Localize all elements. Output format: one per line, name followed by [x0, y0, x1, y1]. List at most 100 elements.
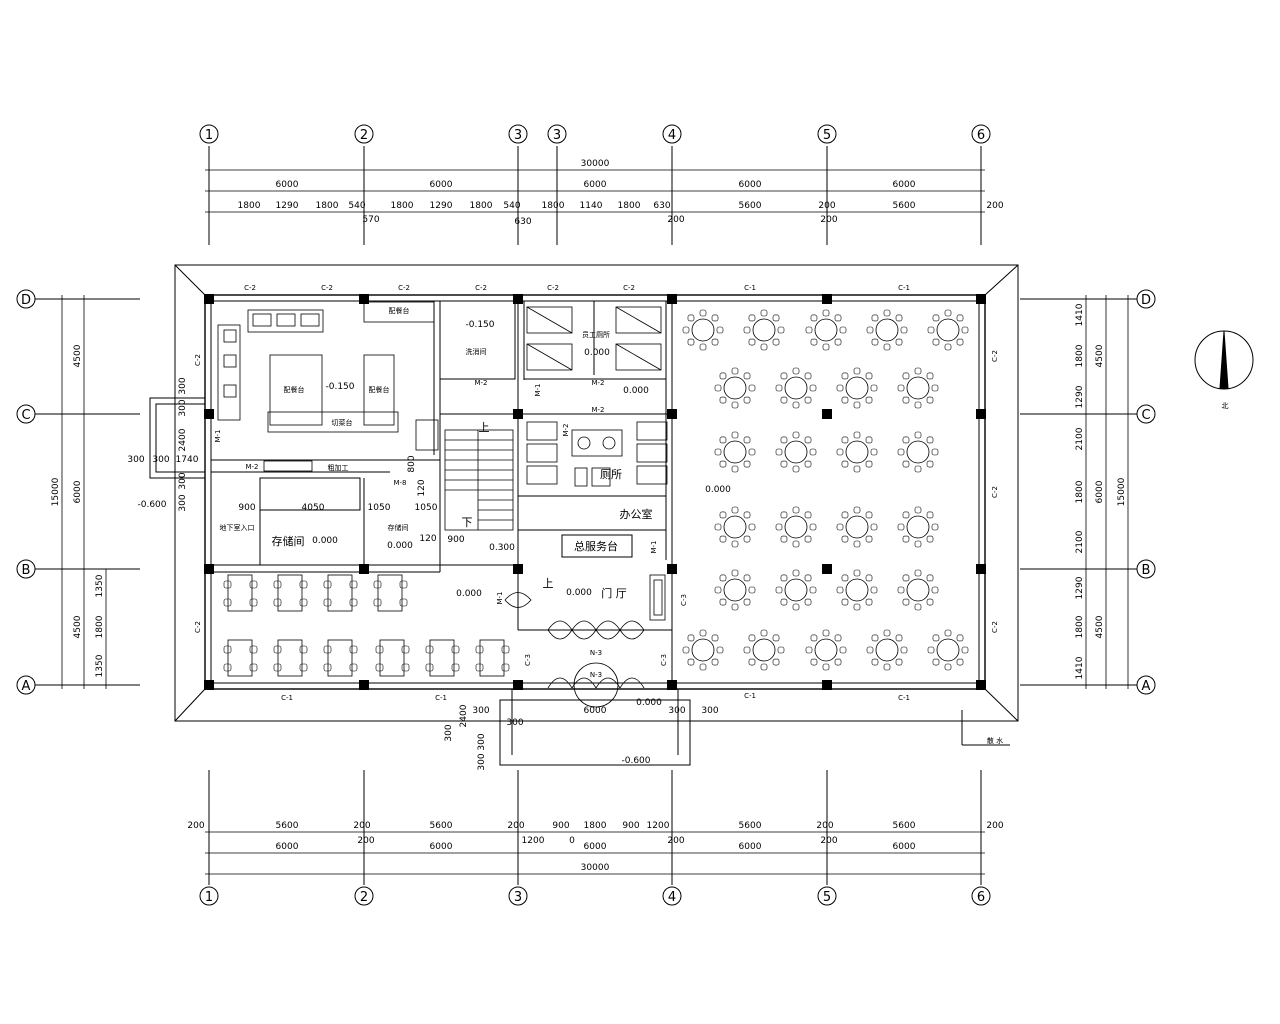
- axis-label: 2: [360, 128, 368, 143]
- chair: [273, 598, 282, 607]
- dim-text: 0: [569, 836, 575, 846]
- chair: [932, 634, 940, 642]
- door-label: M-2: [245, 463, 258, 471]
- row-axis-labels: D C B A D C B A: [21, 293, 1151, 694]
- dim-text: 120: [419, 534, 436, 544]
- chair: [772, 634, 780, 642]
- chair: [687, 338, 695, 346]
- chair: [822, 343, 830, 351]
- dim-text: 200: [820, 215, 837, 225]
- chair: [926, 396, 934, 404]
- chair: [249, 598, 258, 607]
- dim-text: 300: [178, 472, 188, 489]
- dim-text: 5600: [739, 201, 762, 211]
- chair: [809, 448, 817, 456]
- dim-text: 1290: [1075, 576, 1085, 599]
- chair: [731, 431, 739, 439]
- chair: [792, 603, 800, 611]
- round-table: [691, 638, 715, 662]
- chair: [956, 314, 964, 322]
- dim-text: 1200: [647, 821, 670, 831]
- dim-text: 30000: [581, 863, 610, 873]
- chair: [914, 465, 922, 473]
- chair: [865, 372, 873, 380]
- chair: [451, 663, 460, 672]
- dim-text: 200: [353, 821, 370, 831]
- elevation: -0.150: [325, 382, 354, 392]
- chair: [931, 384, 939, 392]
- chair: [956, 634, 964, 642]
- dim-text: 1800: [618, 201, 641, 211]
- chair: [373, 598, 382, 607]
- room-name: 员工厕所: [582, 330, 610, 339]
- axis-label: B: [22, 563, 31, 578]
- chair: [926, 436, 934, 444]
- stair-label: 上: [479, 421, 490, 434]
- axis-label: A: [22, 679, 31, 694]
- chair: [804, 372, 812, 380]
- dim-text: 300: [701, 706, 718, 716]
- chair: [900, 326, 908, 334]
- chair: [401, 663, 410, 672]
- elevation-marks: -0.150 -0.150 0.000 0.000 0.000 0.000 0.…: [137, 320, 731, 766]
- dim-text: 2400: [459, 704, 469, 727]
- chair: [743, 372, 751, 380]
- dim-text: 1800: [95, 615, 105, 638]
- dim-text: 1800: [238, 201, 261, 211]
- chair: [853, 431, 861, 439]
- chair: [914, 506, 922, 514]
- right-dimension-text: 1410 1800 1290 2100 1800 2100 1290 1800 …: [1075, 303, 1127, 679]
- chair: [249, 580, 258, 589]
- chair: [841, 598, 849, 606]
- stair: [444, 429, 514, 531]
- elevation: 0.000: [636, 698, 662, 708]
- round-table: [906, 578, 930, 602]
- dim-text: 200: [986, 201, 1003, 211]
- chair: [914, 603, 922, 611]
- chair: [871, 314, 879, 322]
- chair: [299, 663, 308, 672]
- chair: [425, 645, 434, 654]
- round-table: [845, 515, 869, 539]
- chair: [299, 598, 308, 607]
- chair: [944, 343, 952, 351]
- dim-text: 900: [552, 821, 569, 831]
- chair: [805, 326, 813, 334]
- entrance-doors: [504, 592, 645, 708]
- chair: [719, 598, 727, 606]
- door-label: M-2: [591, 379, 604, 387]
- chair: [871, 338, 879, 346]
- left-dimension-text: 15000 4500 6000 4500 1350 1800 1350 300 …: [51, 344, 199, 677]
- chair: [475, 645, 484, 654]
- chair: [926, 598, 934, 606]
- dim-text: 6000: [73, 480, 83, 503]
- axis-label: D: [1141, 293, 1151, 308]
- dim-text: 4500: [1095, 615, 1105, 638]
- chair: [956, 658, 964, 666]
- chair: [743, 436, 751, 444]
- chair: [780, 598, 788, 606]
- elevation: 0.000: [456, 589, 482, 599]
- chair: [273, 580, 282, 589]
- chair: [853, 603, 861, 611]
- chair: [839, 646, 847, 654]
- dim-text: 1800: [470, 201, 493, 211]
- chair: [687, 634, 695, 642]
- axis-label: C: [1141, 408, 1150, 423]
- dim-text: 6000: [276, 180, 299, 190]
- elevation: 0.000: [584, 348, 610, 358]
- dim-text: 6000: [276, 842, 299, 852]
- axis-label: 3: [514, 890, 522, 905]
- chair: [687, 658, 695, 666]
- axis-label: 4: [668, 128, 676, 143]
- axis-label: 3: [553, 128, 561, 143]
- toilet-fixtures: [526, 306, 668, 487]
- dim-text: 1800: [542, 201, 565, 211]
- dim-text: 200: [187, 821, 204, 831]
- chair: [719, 574, 727, 582]
- chair: [870, 448, 878, 456]
- rect-table-dining: [227, 574, 505, 677]
- chair: [792, 431, 800, 439]
- chair: [223, 580, 232, 589]
